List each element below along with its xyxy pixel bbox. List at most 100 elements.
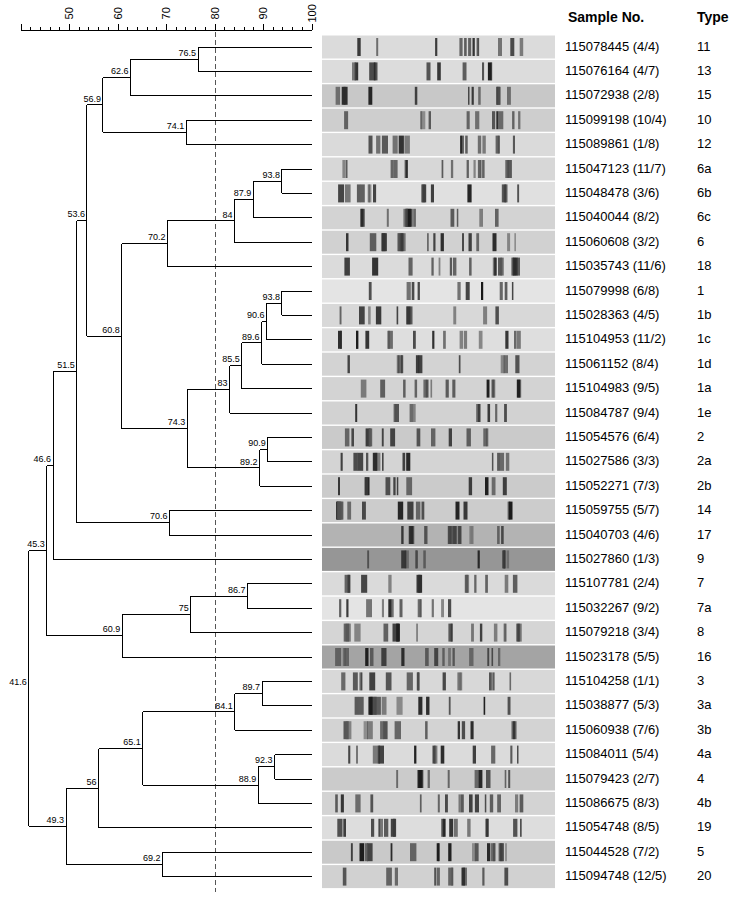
gel-band <box>409 258 413 276</box>
gel-band <box>357 184 360 202</box>
gel-band <box>400 599 403 617</box>
dendrogram-branch <box>258 803 312 804</box>
gel-band <box>338 184 344 202</box>
gel-band <box>482 160 485 178</box>
similarity-value: 76.5 <box>178 48 196 58</box>
gel-band <box>397 697 403 715</box>
gel-band <box>482 136 485 154</box>
gel-band <box>459 355 461 373</box>
gel-band <box>498 87 501 105</box>
type-label: 3 <box>697 674 704 689</box>
gel-band <box>488 404 490 422</box>
gel-band <box>499 111 504 129</box>
gel-band <box>486 819 489 837</box>
gel-band <box>462 136 464 154</box>
gel-band <box>366 599 372 617</box>
dendrogram-branch <box>262 681 312 682</box>
sample-number: 115079423 (2/7) <box>565 772 659 787</box>
dendrogram-branch <box>163 876 312 877</box>
gel-band <box>420 794 422 812</box>
gel-band <box>512 111 514 129</box>
gel-band <box>386 477 391 495</box>
scale-label: 80 <box>209 7 222 19</box>
similarity-value: 90.9 <box>248 438 266 448</box>
sample-number: 115038877 (5/3) <box>565 698 659 713</box>
gel-band <box>427 62 431 80</box>
similarity-value: 56 <box>87 777 97 787</box>
scale-tick <box>263 24 264 30</box>
gel-band <box>517 624 521 642</box>
gel-lane <box>322 109 555 132</box>
gel-band <box>485 575 488 593</box>
gel-band <box>480 624 482 642</box>
gel-band <box>496 87 500 105</box>
gel-band <box>505 770 507 788</box>
similarity-value: 74.1 <box>167 121 185 131</box>
gel-band <box>422 184 426 202</box>
dendrogram-branch <box>266 303 282 304</box>
gel-band <box>434 746 437 764</box>
gel-band <box>360 209 363 227</box>
gel-band <box>466 575 469 593</box>
gel-band <box>469 794 473 812</box>
gel-band <box>478 160 481 178</box>
gel-band <box>500 282 503 300</box>
gel-band <box>380 721 384 739</box>
gel-band <box>451 868 453 886</box>
gel-band <box>366 453 368 471</box>
gel-band <box>505 843 507 861</box>
gel-band <box>458 526 462 544</box>
gel-band <box>501 258 504 276</box>
gel-band <box>431 428 435 446</box>
gel-band <box>341 794 344 812</box>
similarity-value: 45.3 <box>27 539 45 549</box>
type-label: 5 <box>697 845 704 860</box>
gel-band <box>355 697 359 715</box>
gel-band <box>360 843 365 861</box>
gel-band <box>346 721 352 739</box>
scale-tick <box>108 27 109 30</box>
gel-band <box>448 599 451 617</box>
gel-band <box>379 746 384 764</box>
gel-band <box>475 111 479 129</box>
scale-tick <box>88 27 89 30</box>
gel-band <box>464 502 468 520</box>
type-label: 9 <box>697 552 704 567</box>
gel-band <box>453 526 457 544</box>
gel-band <box>418 575 422 593</box>
gel-band <box>464 38 467 56</box>
gel-lane <box>322 36 555 59</box>
gel-band <box>425 721 428 739</box>
gel-band <box>513 575 518 593</box>
dendrogram-branch <box>187 467 259 468</box>
gel-band <box>380 819 383 837</box>
gel-band <box>482 62 484 80</box>
gel-band <box>442 160 444 178</box>
gel-band <box>401 355 403 373</box>
gel-band <box>365 648 368 666</box>
gel-band <box>505 282 508 300</box>
gel-band <box>343 819 346 837</box>
gel-band <box>384 624 389 642</box>
gel-band <box>359 672 361 690</box>
gel-band <box>496 136 499 154</box>
gel-band <box>382 697 387 715</box>
gel-lane <box>322 280 555 303</box>
gel-band <box>505 624 507 642</box>
gel-band <box>432 599 434 617</box>
sample-number: 115035743 (11/6) <box>565 259 666 274</box>
gel-band <box>429 111 431 129</box>
gel-band <box>460 136 462 154</box>
dendrogram-branch <box>253 181 282 182</box>
gel-band <box>508 697 511 715</box>
type-label: 19 <box>697 820 711 835</box>
gel-band <box>361 380 367 398</box>
scale-tick <box>59 27 60 30</box>
gel-band <box>407 672 413 690</box>
similarity-value: 84 <box>222 210 232 220</box>
gel-band <box>344 111 348 129</box>
gel-band <box>438 794 440 812</box>
dendrogram-branch <box>234 242 312 243</box>
scale-label: 50 <box>63 7 76 19</box>
gel-band <box>361 575 367 593</box>
